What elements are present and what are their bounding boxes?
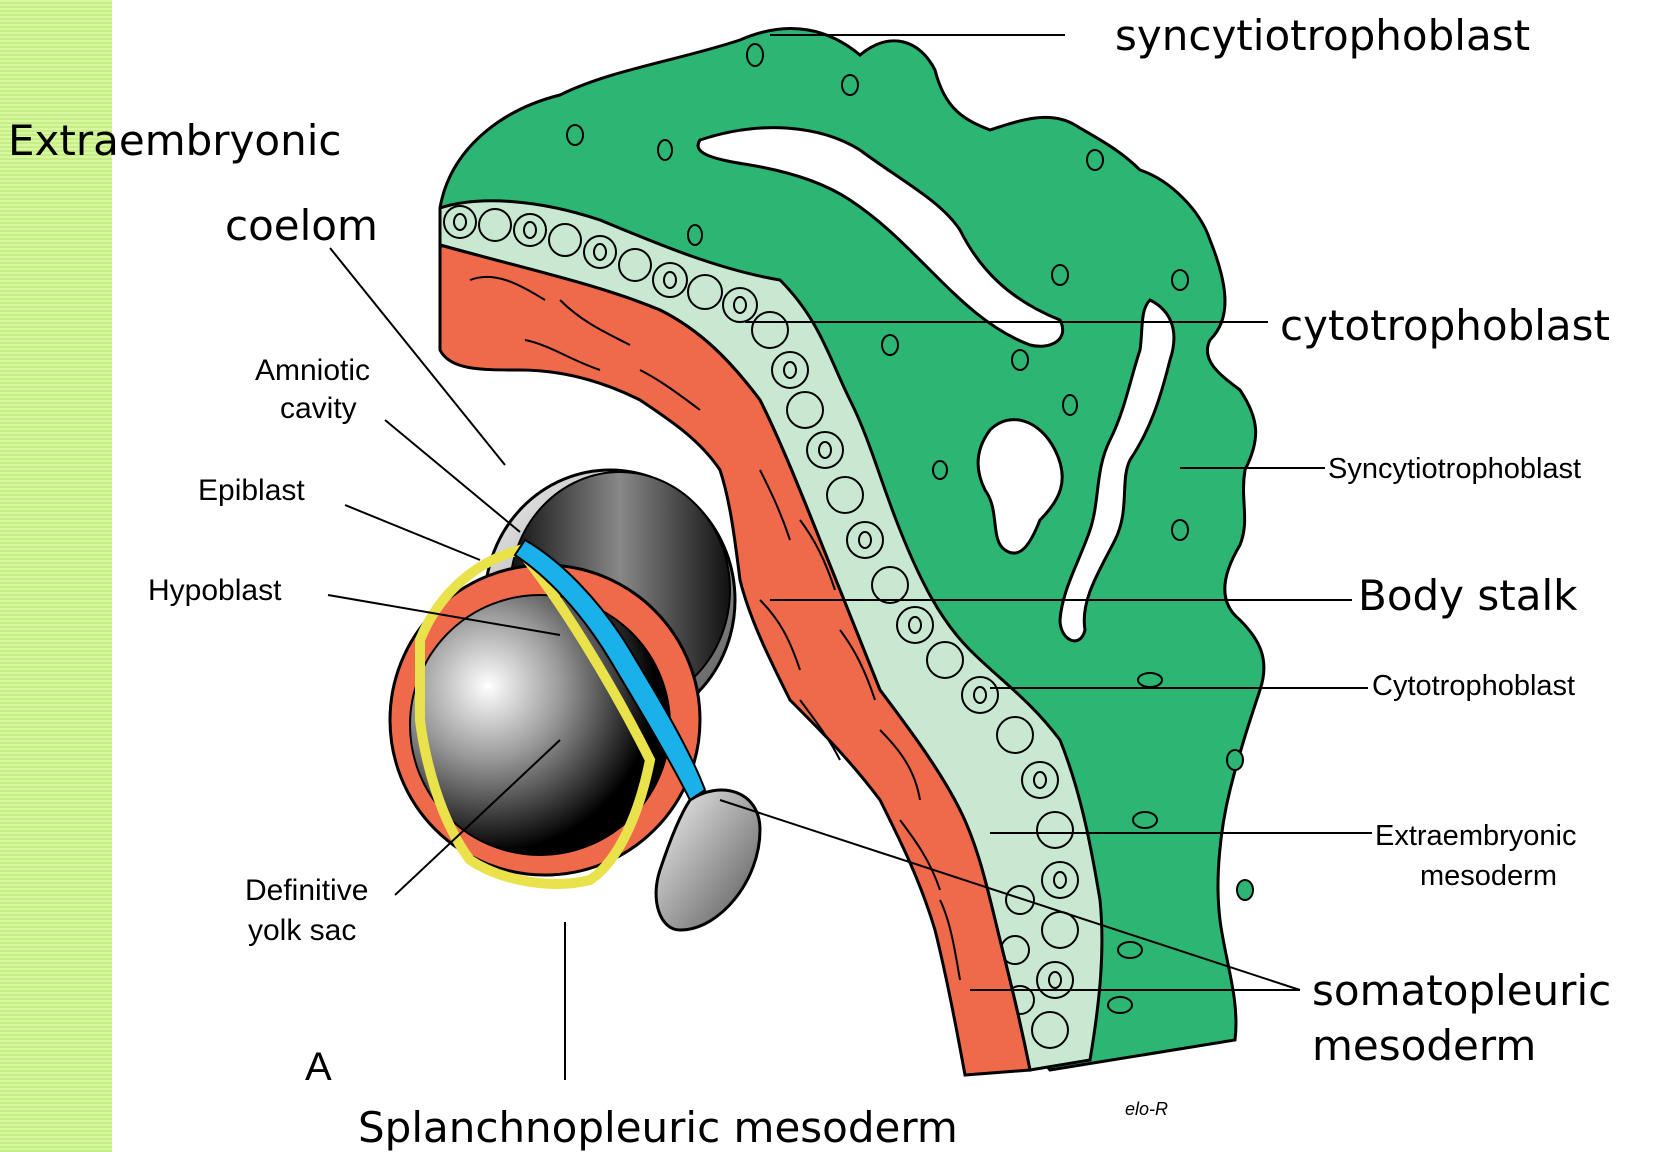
label-epiblast: Epiblast xyxy=(198,474,305,507)
label-extraembryonic-mesoderm-2: mesoderm xyxy=(1420,860,1557,892)
label-signature: elo-R xyxy=(1125,1099,1168,1119)
label-cytotrophoblast-right: Cytotrophoblast xyxy=(1372,670,1575,702)
label-yolk-sac: yolk sac xyxy=(248,914,356,947)
label-definitive: Definitive xyxy=(245,874,368,907)
label-body-stalk: Body stalk xyxy=(1358,571,1578,620)
label-syncytiotrophoblast-right: Syncytiotrophoblast xyxy=(1328,453,1581,485)
label-cytotrophoblast-top: cytotrophoblast xyxy=(1280,301,1610,350)
label-somatopleuric-mesoderm: mesoderm xyxy=(1312,1021,1536,1070)
label-somatopleuric: somatopleuric xyxy=(1312,966,1611,1015)
label-syncytiotrophoblast-top: syncytiotrophoblast xyxy=(1115,11,1530,60)
label-hypoblast: Hypoblast xyxy=(148,574,282,607)
label-splanchnopleuric: Splanchnopleuric mesoderm xyxy=(358,1103,958,1152)
label-coelom: coelom xyxy=(225,201,378,250)
label-amniotic-cavity: cavity xyxy=(280,392,357,425)
label-extraembryonic-mesoderm: Extraembryonic xyxy=(1375,820,1576,852)
label-extraembryonic: Extraembryonic xyxy=(8,116,341,165)
label-panel-letter: A xyxy=(305,1045,332,1089)
label-amniotic: Amniotic xyxy=(255,354,370,387)
